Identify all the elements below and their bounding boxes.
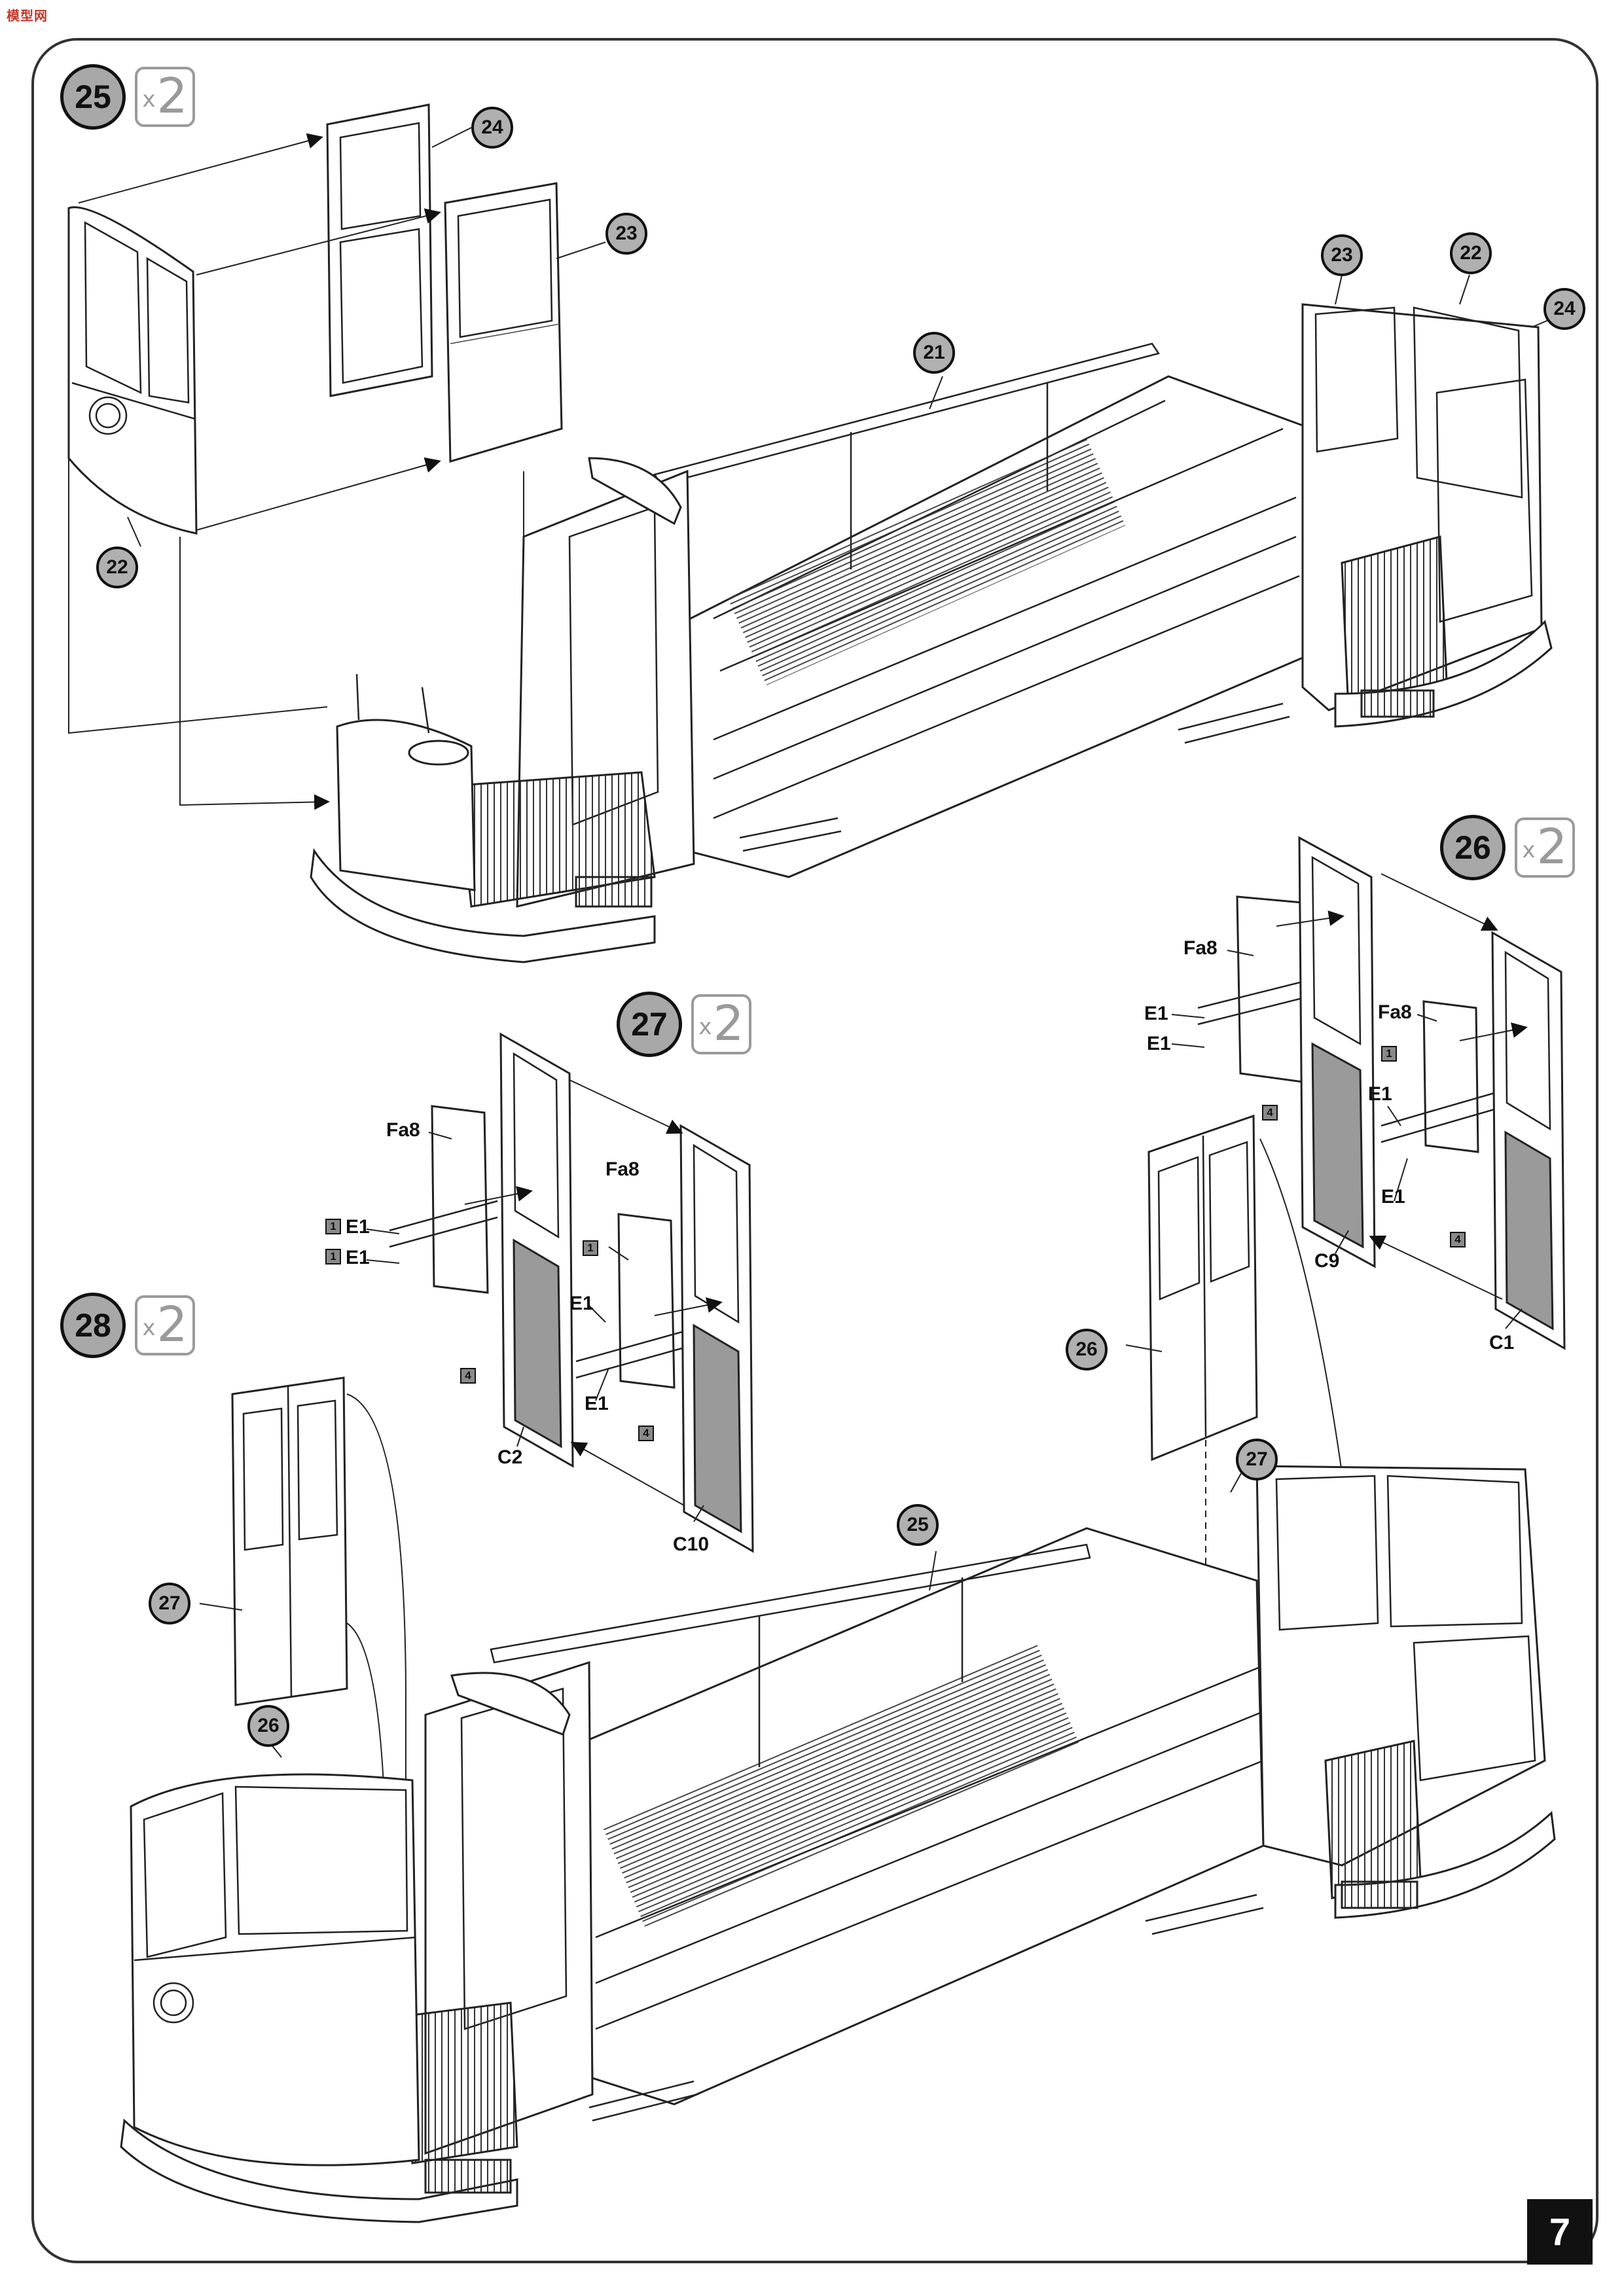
- dash-panel-22: [67, 206, 198, 535]
- page-number: 7: [1527, 2199, 1593, 2265]
- step-number: 26: [1440, 815, 1506, 880]
- glue-mark: 1: [583, 1240, 598, 1256]
- label-e1: E1: [346, 1247, 370, 1268]
- step27-art: [389, 1032, 754, 1553]
- folding-door-26: [1147, 1114, 1258, 1462]
- fa8-seat-b: [617, 1213, 676, 1389]
- label-e1: E1: [1381, 1186, 1405, 1208]
- tram-body-step25: [310, 303, 1553, 963]
- label-e1: E1: [1144, 1003, 1168, 1024]
- step28-art: [120, 1376, 1556, 2223]
- fa8-seat-right: [1422, 1000, 1479, 1153]
- callout-23-right: 23: [1321, 234, 1363, 276]
- label-c2: C2: [497, 1446, 523, 1468]
- label-fa8: Fa8: [1378, 1001, 1412, 1023]
- label-c10: C10: [673, 1534, 710, 1555]
- glue-mark: 4: [1262, 1105, 1278, 1121]
- frame-24: [326, 103, 433, 397]
- step-number: 25: [60, 64, 126, 130]
- step26-art: [1147, 836, 1566, 1611]
- glue-mark: 1: [325, 1219, 341, 1234]
- label-e1: E1: [1368, 1083, 1392, 1105]
- callout-22-right: 22: [1450, 232, 1492, 274]
- label-fa8: Fa8: [386, 1119, 420, 1141]
- label-e1: E1: [346, 1216, 370, 1238]
- callout-26-left: 26: [247, 1705, 289, 1747]
- label-e1: E1: [585, 1393, 609, 1414]
- label-c1: C1: [1489, 1332, 1515, 1354]
- part-leaders: [199, 950, 1523, 1611]
- callout-21: 21: [913, 332, 955, 374]
- glue-mark: 4: [638, 1426, 654, 1441]
- glue-mark: 4: [1450, 1232, 1466, 1247]
- glue-mark: 4: [460, 1368, 476, 1384]
- step-number: 27: [617, 992, 682, 1057]
- callout-23: 23: [605, 213, 647, 255]
- label-e1: E1: [1147, 1033, 1171, 1054]
- callout-24: 24: [471, 107, 513, 149]
- tram-body-step28: [120, 1465, 1556, 2223]
- fa8-seat-a: [431, 1105, 489, 1294]
- panel-23: [444, 182, 563, 463]
- callout-22: 22: [96, 547, 138, 588]
- step25-art: [67, 103, 1555, 963]
- callout-25: 25: [897, 1504, 939, 1546]
- page-frame: [31, 38, 1598, 2263]
- label-c9: C9: [1314, 1250, 1340, 1272]
- label-fa8: Fa8: [605, 1158, 640, 1180]
- callout-27-left: 27: [149, 1583, 190, 1624]
- callout-26: 26: [1066, 1329, 1108, 1371]
- label-e1: E1: [569, 1293, 594, 1314]
- step-number: 28: [60, 1293, 126, 1358]
- glue-mark: 1: [1381, 1046, 1397, 1062]
- callout-24-right: 24: [1543, 288, 1585, 330]
- label-fa8: Fa8: [1183, 937, 1218, 959]
- glue-mark: 1: [325, 1249, 341, 1265]
- watermark-logo: 模型网: [7, 8, 48, 24]
- callout-27: 27: [1236, 1439, 1278, 1480]
